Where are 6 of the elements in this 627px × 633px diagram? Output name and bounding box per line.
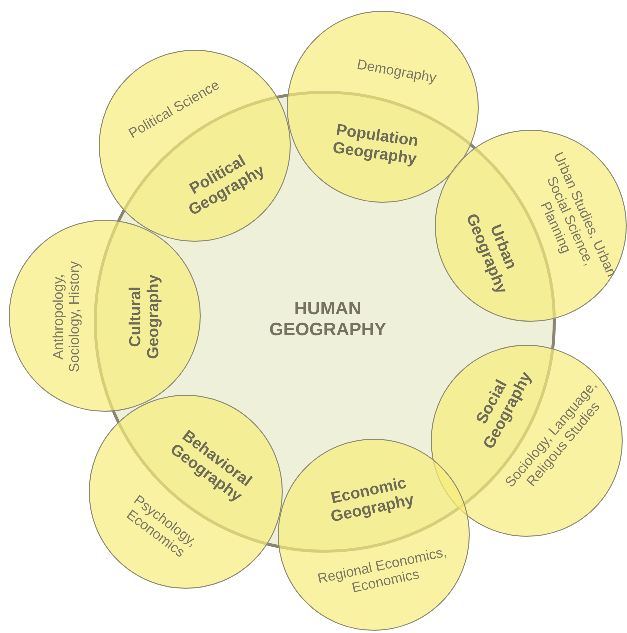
field-title: Population Geography	[330, 121, 420, 171]
related-disciplines: Regional Economics, Economics	[315, 542, 450, 598]
center-title: HUMAN GEOGRAPHY	[268, 298, 388, 340]
field-title: Economic Geography	[328, 474, 417, 528]
related-disciplines: Anthropology, Sociology, History	[50, 260, 82, 375]
field-title: Cultural Geography	[128, 274, 164, 362]
